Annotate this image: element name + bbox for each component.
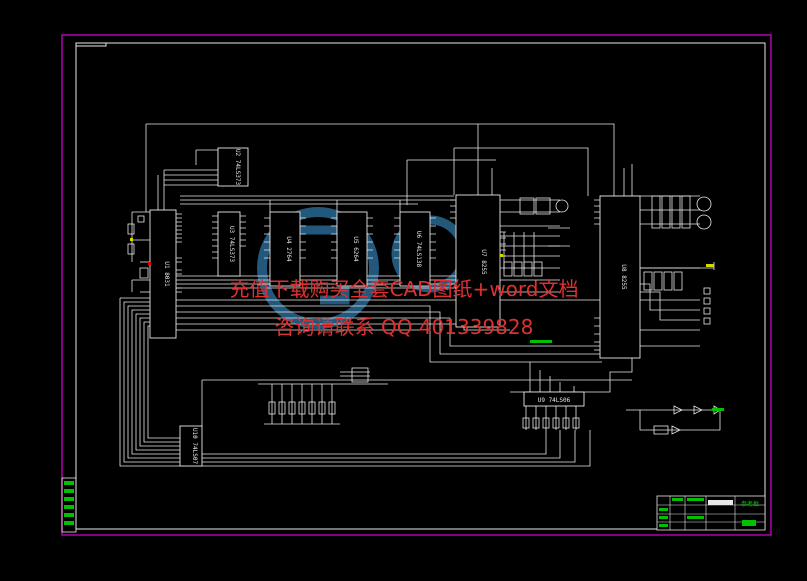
chip-decoder-label: U9 74LS06 [538,397,571,404]
watermark-line-1: 充值下载购买全套CAD图纸+word文档 [230,277,579,301]
chip-bottom-label: U10 74LS07 [191,428,198,465]
chip-8255-mid [455,194,501,328]
chip-8255-right-label: U8 8255 [620,264,627,290]
pin-stubs [176,199,600,351]
chip-packages [149,147,641,467]
chip-latch-d [399,211,431,287]
passive-components [127,195,721,435]
chip-latch-a-label: U3 74LS373 [228,226,235,263]
title-block-name: 参考框 [741,500,759,508]
title-block: 参考框 [656,495,766,531]
watermark-line-2: 咨询请联系 QQ 401339828 [275,315,534,339]
chip-latch-b-label: U4 2764 [285,236,292,262]
chip-labels: U2 74LS373 U1 8031 U3 74LS373 U4 2764 U5… [163,149,627,465]
chip-latch-a [217,211,241,277]
drawing-border-outer [61,34,772,536]
chip-bottom [179,425,203,467]
chip-8255-right [599,195,641,359]
chip-cpu-label: U1 8031 [163,261,170,287]
color-accents [130,238,724,411]
chip-decoder [523,391,585,407]
chip-latch-c [336,211,368,287]
chip-top [217,147,249,187]
chip-8255-mid-label: U7 8255 [480,249,487,275]
drawing-border-inner [75,42,766,530]
chip-latch-c-label: U5 6264 [352,236,359,262]
side-legend-strip [61,477,77,533]
chip-latch-d-label: U6 74LS138 [415,231,422,268]
chip-top-label: U2 74LS373 [234,149,241,186]
chip-cpu [149,209,177,339]
corner-tab [76,43,107,47]
chip-latch-b [269,211,301,287]
